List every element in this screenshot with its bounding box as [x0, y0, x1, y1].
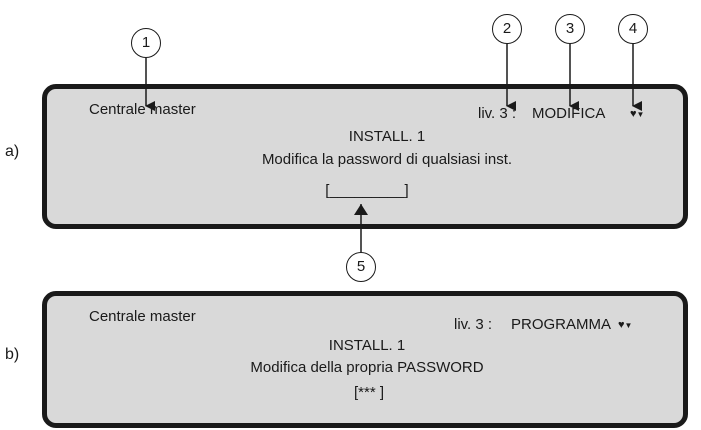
install-title-a: INSTALL. 1: [348, 128, 426, 145]
unit-name-a: Centrale master: [89, 101, 196, 118]
callout-5: 5: [346, 252, 376, 282]
install-title-b: INSTALL. 1: [328, 337, 406, 354]
password-field-b: [*** ]: [353, 384, 385, 401]
level-text-b: liv. 3 :: [454, 316, 493, 333]
callout-1: 1: [131, 28, 161, 58]
message-line-a: Modifica la password di qualsiasi inst.: [261, 151, 513, 168]
mode-text-b: PROGRAMMA: [511, 316, 612, 333]
mode-text-a: MODIFICA: [532, 105, 606, 122]
unit-name-b: Centrale master: [89, 308, 196, 325]
heart-down-icon: ♥▼: [630, 108, 645, 120]
heart-down-icon: ♥▼: [618, 319, 633, 331]
message-line-b: Modifica della propria PASSWORD: [250, 359, 484, 376]
panel-a-label: a): [5, 143, 20, 160]
callout-3: 3: [555, 14, 585, 44]
display-screen-b: Centrale master liv. 3 : PROGRAMMA ♥▼ IN…: [42, 291, 688, 428]
callout-2: 2: [492, 14, 522, 44]
panel-b-label: b): [5, 346, 20, 363]
password-field-a: [_________]: [325, 182, 409, 199]
callout-4: 4: [618, 14, 648, 44]
